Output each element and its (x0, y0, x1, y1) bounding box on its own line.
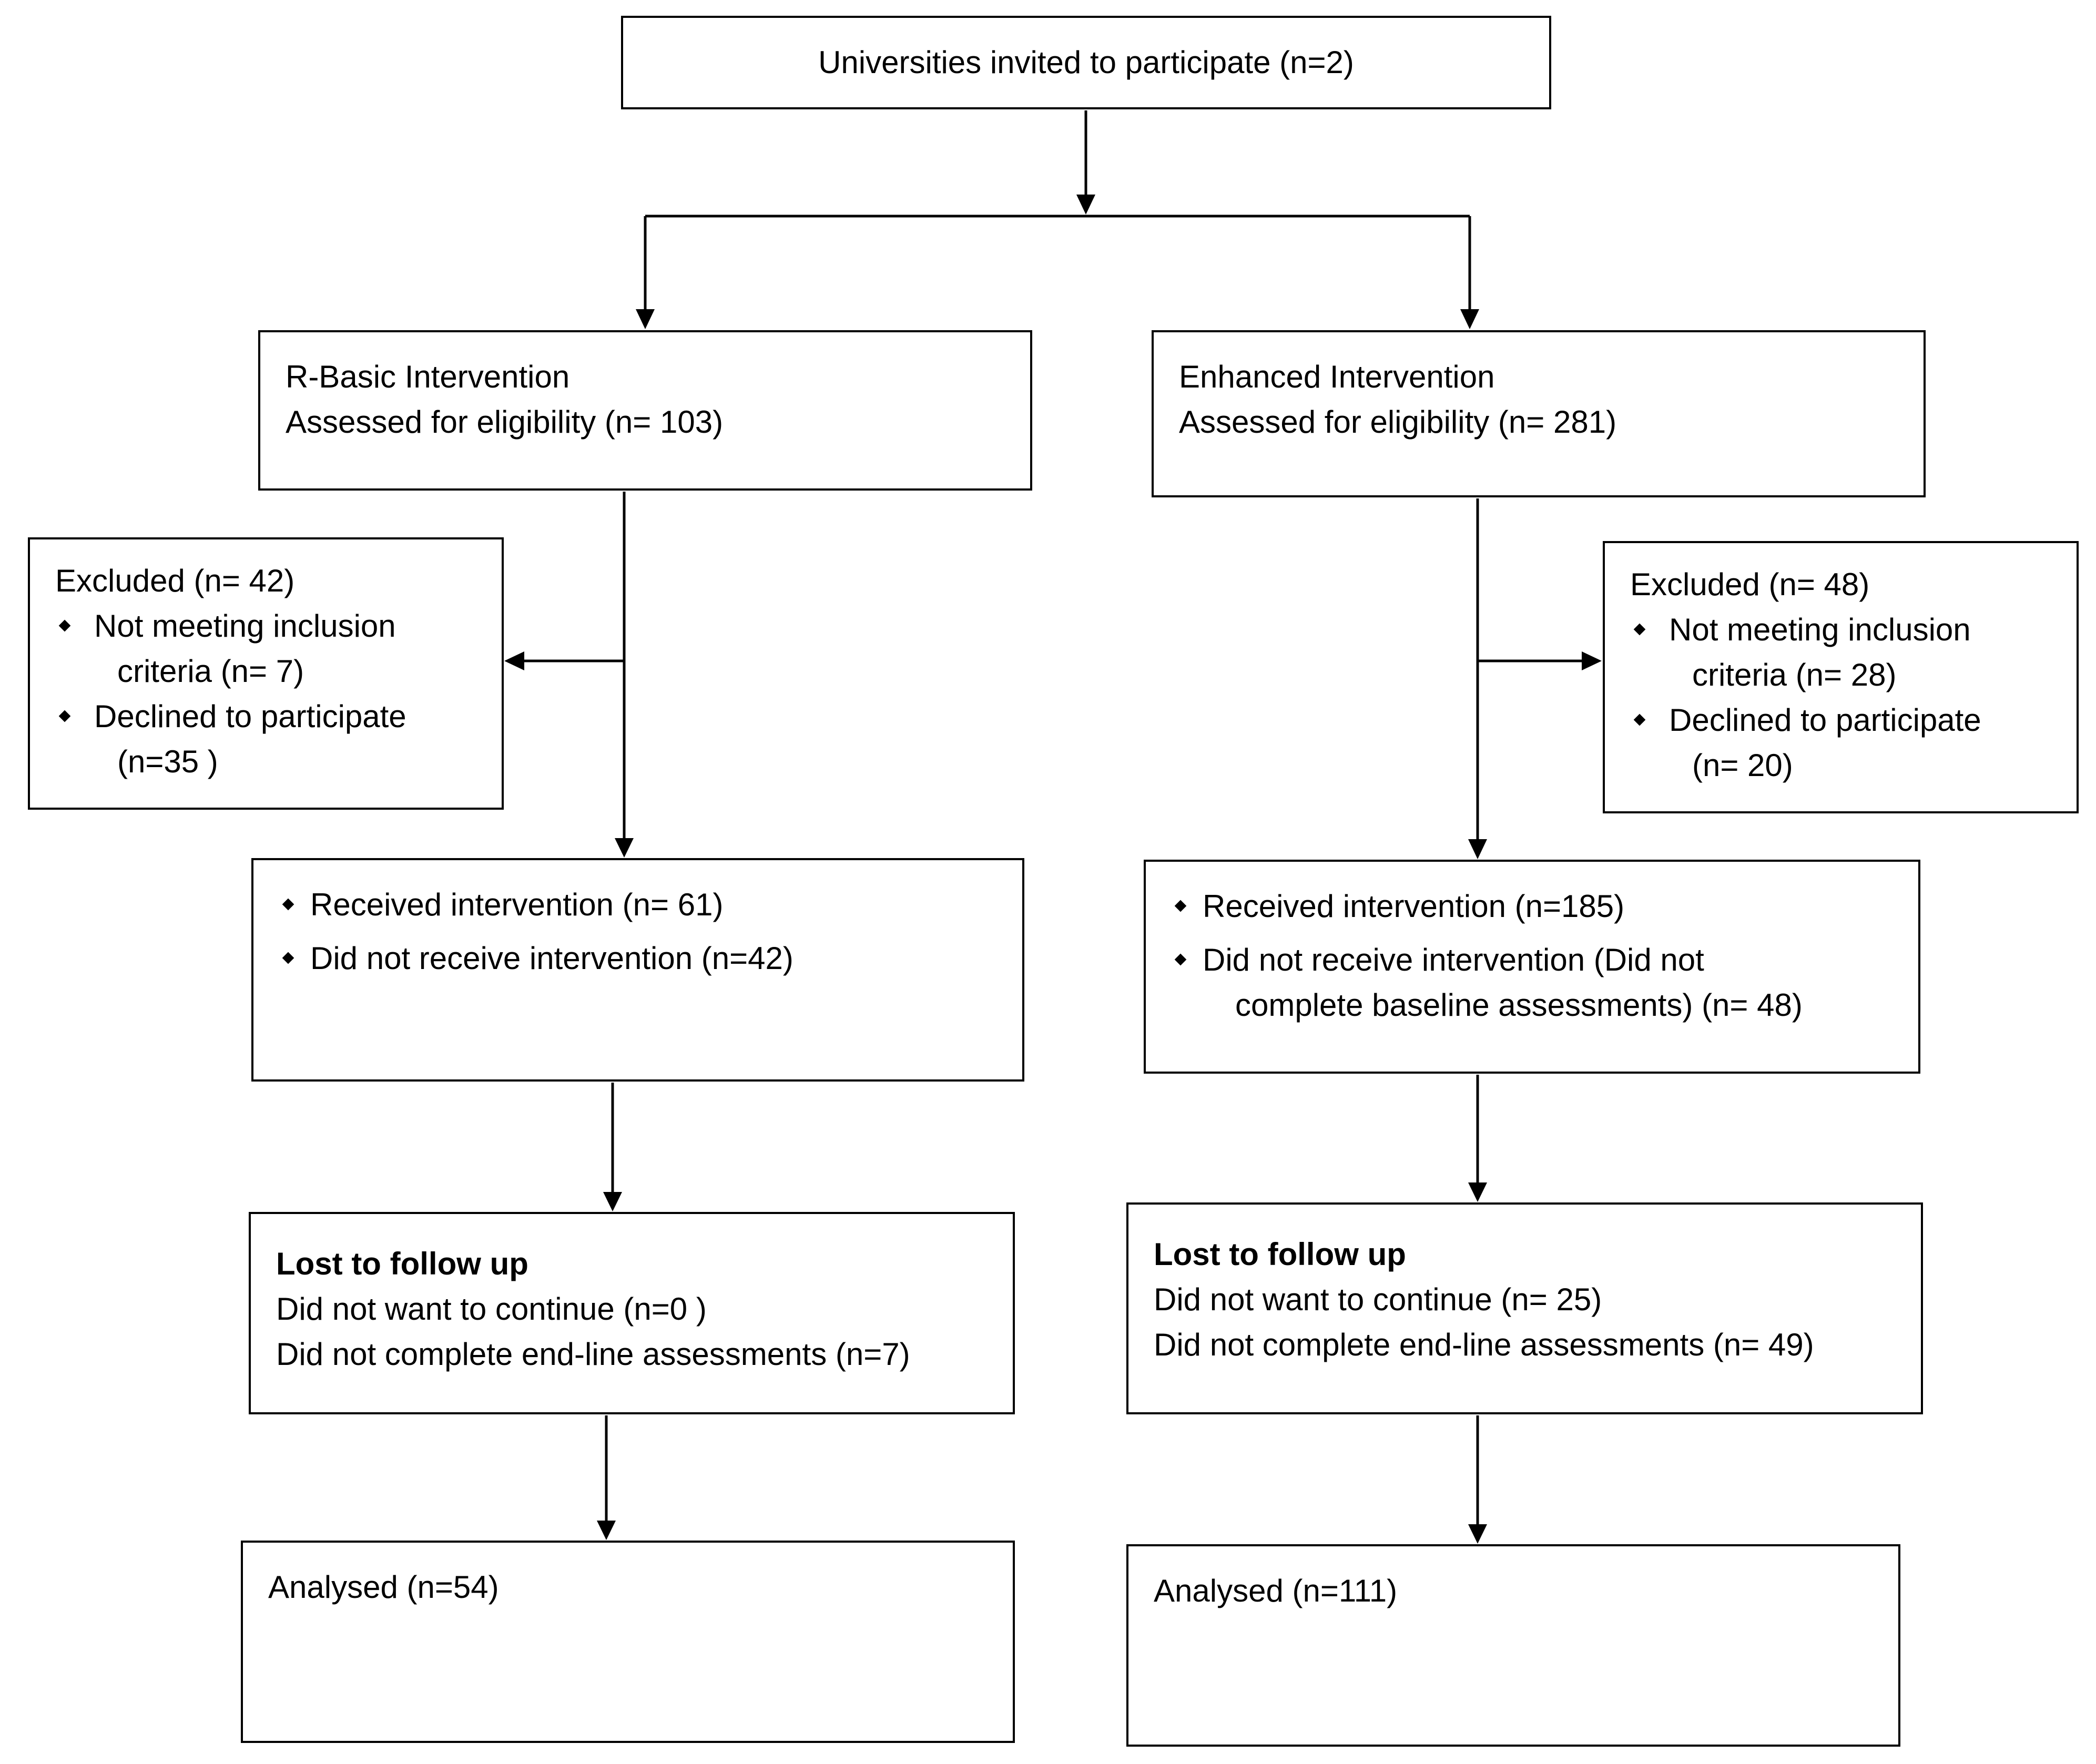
basic-eligibility-box: R-Basic Intervention Assessed for eligib… (258, 330, 1032, 491)
enhanced-excluded-item1-line1: Not meeting inclusion (1669, 612, 1971, 647)
basic-title: R-Basic Intervention (286, 359, 570, 394)
arrowhead-enhanced-to-received (1468, 839, 1487, 859)
basic-excluded-item-inclusion: Not meeting inclusion criteria (n= 7) (55, 604, 502, 694)
universities-box: Universities invited to participate (n=2… (621, 16, 1551, 109)
diamond-bullet-icon (282, 952, 294, 964)
enhanced-lost-heading: Lost to follow up (1154, 1237, 1406, 1272)
basic-excluded-heading: Excluded (n= 42) (55, 563, 295, 598)
basic-lost-line2: Did not complete end-line assessments (n… (276, 1337, 910, 1372)
enhanced-received-item2-line1: Did not receive intervention (Did not (1203, 942, 1704, 977)
basic-received-box: Received intervention (n= 61) Did not re… (251, 858, 1024, 1082)
enhanced-excluded-item2-line2: (n= 20) (1692, 748, 1793, 783)
enhanced-received-box: Received intervention (n=185) Did not re… (1144, 860, 1920, 1074)
basic-excluded-item1-line1: Not meeting inclusion (94, 608, 396, 644)
basic-received-item-received: Received intervention (n= 61) (282, 882, 1022, 927)
enhanced-excluded-heading: Excluded (n= 48) (1630, 567, 1870, 602)
basic-excluded-item2-line2: (n=35 ) (117, 744, 218, 779)
arrowhead-top-down (1076, 195, 1095, 215)
arrowhead-basic-to-excluded (504, 651, 524, 670)
basic-received-item1: Received intervention (n= 61) (310, 887, 724, 922)
basic-analysed-label: Analysed (n=54) (268, 1569, 499, 1605)
diamond-bullet-icon (1633, 623, 1646, 636)
basic-excluded-item1-line2: criteria (n= 7) (117, 654, 304, 689)
arrowhead-enhanced-to-excluded (1582, 651, 1602, 670)
enhanced-eligibility-count: Assessed for eligibility (n= 281) (1179, 404, 1617, 440)
diamond-bullet-icon (58, 619, 71, 632)
basic-excluded-item-declined: Declined to participate (n=35 ) (55, 694, 502, 784)
enhanced-excluded-item-declined: Declined to participate (n= 20) (1630, 698, 2077, 788)
enhanced-analysed-label: Analysed (n=111) (1154, 1573, 1398, 1608)
diamond-bullet-icon (58, 710, 71, 722)
enhanced-received-item2-line2: complete baseline assessments) (n= 48) (1235, 987, 1803, 1023)
basic-received-item-not-received: Did not receive intervention (n=42) (282, 936, 1022, 981)
diamond-bullet-icon (1633, 713, 1646, 726)
basic-lost-box: Lost to follow up Did not want to contin… (249, 1212, 1015, 1414)
enhanced-lost-line2: Did not complete end-line assessments (n… (1154, 1327, 1814, 1362)
arrowhead-basic-received-to-lost (603, 1192, 622, 1211)
arrowhead-basic-to-received (615, 838, 634, 858)
enhanced-received-item1: Received intervention (n=185) (1203, 889, 1625, 924)
enhanced-title: Enhanced Intervention (1179, 359, 1495, 394)
enhanced-lost-line1: Did not want to continue (n= 25) (1154, 1282, 1602, 1317)
diamond-bullet-icon (282, 898, 294, 911)
enhanced-lost-box: Lost to follow up Did not want to contin… (1126, 1202, 1923, 1414)
diamond-bullet-icon (1174, 953, 1187, 966)
diamond-bullet-icon (1174, 900, 1187, 912)
enhanced-excluded-item-inclusion: Not meeting inclusion criteria (n= 28) (1630, 607, 2077, 698)
enhanced-analysed-box: Analysed (n=111) (1126, 1544, 1900, 1747)
basic-lost-line1: Did not want to continue (n=0 ) (276, 1291, 707, 1327)
arrowhead-enhanced-received-to-lost (1468, 1182, 1487, 1202)
enhanced-received-item-received: Received intervention (n=185) (1174, 884, 1918, 929)
arrowhead-split-left (636, 309, 655, 329)
basic-analysed-box: Analysed (n=54) (241, 1541, 1015, 1743)
enhanced-excluded-item2-line1: Declined to participate (1669, 702, 1981, 738)
basic-excluded-item2-line1: Declined to participate (94, 699, 406, 734)
arrowhead-enhanced-lost-to-analysed (1468, 1524, 1487, 1544)
basic-eligibility-count: Assessed for eligibility (n= 103) (286, 404, 724, 440)
universities-label: Universities invited to participate (n=2… (818, 45, 1354, 80)
basic-excluded-box: Excluded (n= 42) Not meeting inclusion c… (28, 537, 504, 810)
enhanced-excluded-item1-line2: criteria (n= 28) (1692, 657, 1897, 692)
enhanced-eligibility-box: Enhanced Intervention Assessed for eligi… (1152, 330, 1926, 497)
enhanced-received-item-not-received: Did not receive intervention (Did not co… (1174, 937, 1918, 1028)
enhanced-excluded-box: Excluded (n= 48) Not meeting inclusion c… (1603, 541, 2079, 813)
basic-lost-heading: Lost to follow up (276, 1246, 528, 1281)
arrowhead-split-right (1460, 309, 1479, 329)
arrowhead-basic-lost-to-analysed (597, 1521, 616, 1540)
basic-received-item2: Did not receive intervention (n=42) (310, 941, 793, 976)
